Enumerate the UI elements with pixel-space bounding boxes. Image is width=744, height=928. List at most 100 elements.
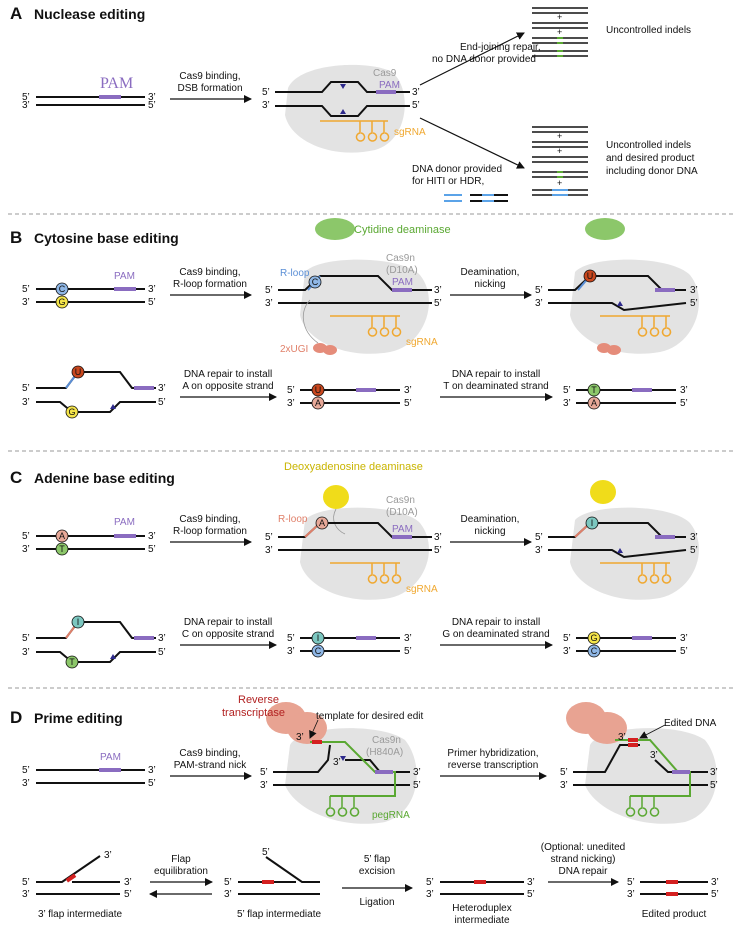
end-label: 5’ <box>22 633 30 644</box>
arrow-label: DSB formation <box>177 83 242 94</box>
end-label: 3’ <box>690 285 698 296</box>
panel-d: D Prime editing PAM 5’ 3’ 3’ 5’ Cas9 bin… <box>10 694 719 926</box>
arrow-label: equilibration <box>154 866 208 877</box>
end-label: 5’ <box>434 545 442 556</box>
arrow-label: Deamination, <box>461 267 520 278</box>
base-label: G <box>590 633 597 643</box>
donor-dna <box>444 194 508 202</box>
sgrna-label: sgRNA <box>406 584 438 595</box>
end-label: 3’ <box>22 397 30 408</box>
panel-b-complex-1: C Cytidine deaminase Cas9n (D10A) R-loop… <box>265 218 451 355</box>
cas9n-label: Cas9n <box>386 253 415 264</box>
panel-c-complex-1: A Deoxyadenosine deaminase Cas9n (D10A) … <box>265 461 442 600</box>
mutation-label: (D10A) <box>386 265 418 276</box>
end-label: 3’ <box>535 298 543 309</box>
end-label: 3’ <box>22 297 30 308</box>
base-label: A <box>315 398 321 408</box>
arrow-label: (Optional: unedited <box>541 842 626 853</box>
end-label: 5’ <box>680 398 688 409</box>
end-label: 5’ <box>262 87 270 98</box>
base-label: I <box>317 633 320 643</box>
indel-stack-bottom: + + + Uncontrolled indels and desired pr… <box>532 126 698 196</box>
base-label: A <box>59 531 65 541</box>
panel-d-input-dna: PAM 5’ 3’ 3’ 5’ <box>22 752 156 789</box>
cut-site <box>340 109 346 114</box>
plus-sign: + <box>557 178 562 188</box>
arrow-c3: DNA repair to install C on opposite stra… <box>180 617 277 649</box>
edited-dna-label: Edited DNA <box>664 718 717 729</box>
outcome-label: and desired product <box>606 153 695 164</box>
outcome-label: Uncontrolled indels <box>606 25 691 36</box>
arrow-label: Cas9 binding, <box>179 514 240 525</box>
end-label: 3’ <box>22 889 30 900</box>
rloop-label: R-loop <box>280 268 310 279</box>
arrow-label: R-loop formation <box>173 526 247 537</box>
arrow-label: DNA repair to install <box>452 617 540 628</box>
arrow-a1: Cas9 binding, DSB formation <box>170 71 252 103</box>
end-label: 3’ <box>560 780 568 791</box>
panel-a-cas9-complex: Cas9 PAM sgRNA 5’ 3’ 3’ 5’ <box>262 64 426 153</box>
panel-c-nicked-intermediate: I T 5’ 3’ 3’ 5’ <box>22 615 166 669</box>
end-label: 3’ <box>262 100 270 111</box>
end-label: 5’ <box>711 889 719 900</box>
end-label: 3’ <box>148 284 156 295</box>
panel-b-title: Cytosine base editing <box>34 230 179 246</box>
three-flap-intermediate: 3’ 5’ 3’ 3’ 5’ 3’ flap intermediate <box>22 850 132 920</box>
arrow-label: nicking <box>474 526 505 537</box>
end-label: 5’ <box>404 398 412 409</box>
arrow-d1: Cas9 binding, PAM-strand nick <box>170 748 252 780</box>
end-label: 3’ <box>404 633 412 644</box>
pam-label: PAM <box>392 524 413 535</box>
arrow-label: Primer hybridization, <box>447 748 538 759</box>
rloop-label: R-loop <box>278 514 308 525</box>
base-label: I <box>77 617 80 627</box>
cas9n-label: Cas9n <box>372 735 401 746</box>
arrow-a-top: End-joining repair, no DNA donor provide… <box>419 32 541 86</box>
arrow-label: strand nicking) <box>550 854 615 865</box>
base-c <box>55 282 69 296</box>
edited-product: 5’ 3’ 3’ 5’ Edited product <box>627 877 719 920</box>
base-label: T <box>59 544 65 554</box>
end-label: 5’ <box>627 877 635 888</box>
pam-label: PAM <box>100 75 133 92</box>
end-label: 3’ <box>413 767 421 778</box>
arrow-label: no DNA donor provided <box>432 54 536 65</box>
template-label: template for desired edit <box>316 711 424 722</box>
end-label: 3’ <box>158 633 166 644</box>
arrow-a-bot: DNA donor provided for HITI or HDR, <box>412 117 525 187</box>
base-label: G <box>58 297 65 307</box>
arrow-b2: Deamination, nicking <box>450 267 532 299</box>
end-label: 5’ <box>158 647 166 658</box>
end-label: 3’ <box>710 767 718 778</box>
end-label: 5’ <box>262 847 270 858</box>
panel-b: B Cytosine base editing PAM C G 5’ 3’ 3’… <box>10 218 699 419</box>
plus-sign: + <box>557 131 562 141</box>
panel-b-input-dna: PAM C G 5’ 3’ 3’ 5’ <box>22 271 156 309</box>
end-label: 5’ <box>404 646 412 657</box>
end-label: 3’ <box>224 889 232 900</box>
deaminase-label: Cytidine deaminase <box>354 224 451 236</box>
arrow-label: G on deaminated strand <box>442 629 549 640</box>
deaminase-label: Deoxyadenosine deaminase <box>284 461 423 473</box>
panel-b-product: T A 5’ 3’ 3’ 5’ <box>563 383 688 410</box>
plus-sign: + <box>557 12 562 22</box>
arrow-label: End-joining repair, <box>460 42 541 53</box>
caption: Edited product <box>642 909 707 920</box>
arrow-label: reverse transcription <box>448 760 539 771</box>
end-label: 5’ <box>260 767 268 778</box>
base-label: I <box>591 518 594 528</box>
arrow-label: DNA repair to install <box>184 617 272 628</box>
end-label: 5’ <box>22 92 30 103</box>
end-label: 3’ <box>434 532 442 543</box>
base-g <box>55 295 69 309</box>
end-label: 5’ <box>560 767 568 778</box>
end-label: 5’ <box>287 385 295 396</box>
arrow-b3: DNA repair to install A on opposite stra… <box>180 369 277 401</box>
end-label: 5’ <box>148 544 156 555</box>
end-label: 3’ <box>527 877 535 888</box>
panel-d-letter: D <box>10 708 22 727</box>
end-label: 3’ <box>22 778 30 789</box>
end-label: 3’ <box>22 544 30 555</box>
sgrna-label: sgRNA <box>394 127 426 138</box>
plus-sign: + <box>557 27 562 37</box>
